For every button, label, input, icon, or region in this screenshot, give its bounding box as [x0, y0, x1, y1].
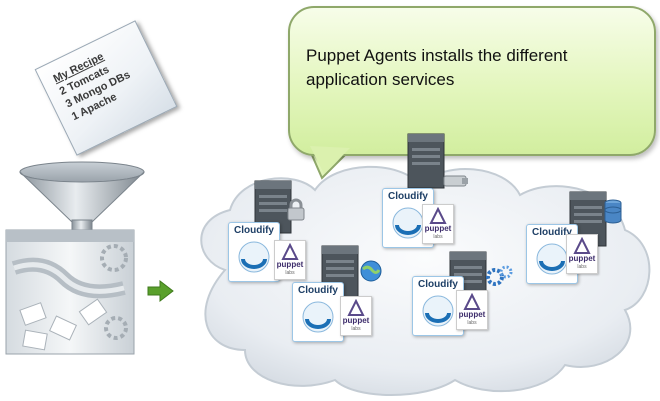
connector-icon	[443, 175, 468, 187]
speech-bubble	[288, 6, 656, 156]
bubble-text: Puppet Agents installs the different app…	[306, 44, 626, 92]
puppet-card-2: puppet labs	[422, 204, 454, 244]
database-icon	[604, 199, 622, 224]
puppet-card-5: puppet labs	[566, 234, 598, 274]
cloudify-card-5: Cloudify	[526, 224, 578, 284]
cloudify-label: Cloudify	[298, 285, 338, 296]
puppet-label: puppet	[424, 224, 452, 233]
recipe-card: My Recipe 2 Tomcats 3 Mongo DBs 1 Apache	[34, 20, 178, 156]
puppet-label: puppet	[342, 316, 370, 325]
machine-illustration	[5, 229, 135, 355]
cloudify-logo-icon	[238, 241, 270, 273]
puppet-sublabel: labs	[577, 264, 587, 270]
cloudify-logo-icon	[422, 295, 454, 327]
puppet-sublabel: labs	[351, 326, 361, 332]
bubble-line-1: Puppet Agents installs the different	[306, 46, 568, 65]
cloudify-label: Cloudify	[388, 191, 428, 202]
cloudify-card-4: Cloudify	[412, 276, 464, 336]
lock-icon	[287, 198, 305, 221]
puppet-sublabel: labs	[285, 270, 295, 276]
puppet-logo-icon	[463, 293, 481, 310]
puppet-sublabel: labs	[433, 234, 443, 240]
puppet-label: puppet	[458, 310, 486, 319]
puppet-logo-icon	[281, 243, 299, 260]
cloudify-label: Cloudify	[234, 225, 274, 236]
cloudify-card-1: Cloudify	[228, 222, 280, 282]
gears-icon	[486, 265, 513, 286]
puppet-sublabel: labs	[467, 320, 477, 326]
puppet-card-1: puppet labs	[274, 240, 306, 280]
puppet-label: puppet	[276, 260, 304, 269]
puppet-logo-icon	[347, 299, 365, 316]
bubble-line-2: application services	[306, 70, 455, 89]
cloudify-logo-icon	[392, 207, 424, 239]
cloudify-logo-icon	[536, 243, 568, 275]
arrow-right-icon	[147, 280, 174, 302]
cloudify-label: Cloudify	[418, 279, 458, 290]
puppet-label: puppet	[568, 254, 596, 263]
puppet-card-4: puppet labs	[456, 290, 488, 330]
cloudify-logo-icon	[302, 301, 334, 333]
puppet-logo-icon	[429, 207, 447, 224]
globe-icon	[360, 260, 382, 282]
server-2	[407, 133, 445, 189]
speech-bubble-tail-cover	[310, 146, 350, 174]
cloudify-card-3: Cloudify	[292, 282, 344, 342]
puppet-logo-icon	[573, 237, 591, 254]
cloudify-label: Cloudify	[532, 227, 572, 238]
puppet-card-3: puppet labs	[340, 296, 372, 336]
